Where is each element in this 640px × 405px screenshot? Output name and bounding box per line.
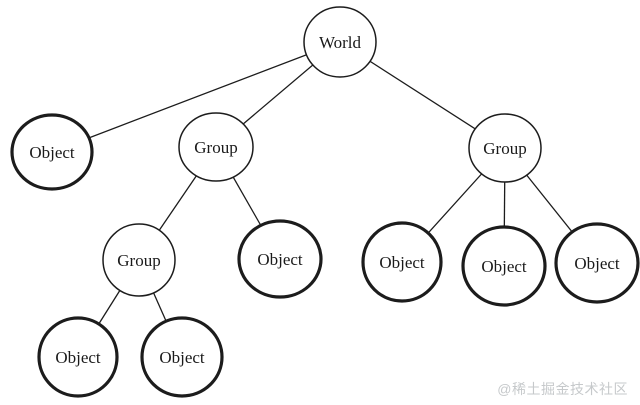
tree-node-object-b1: Object	[37, 316, 119, 398]
tree-node-world: World	[303, 6, 377, 78]
object-node-circle	[37, 316, 119, 398]
edges-layer	[51, 41, 598, 358]
object-node-circle	[554, 222, 640, 304]
tree-node-object-r1: Object	[361, 221, 443, 303]
tree-node-object-left: Object	[10, 113, 94, 191]
object-node-circle	[237, 219, 323, 299]
tree-node-label: Group	[117, 251, 160, 270]
tree-node-label: Object	[55, 348, 101, 367]
object-node-circle	[361, 221, 443, 303]
group-node-circle	[468, 113, 542, 183]
tree-node-label: Group	[483, 139, 526, 158]
group-node-circle	[102, 223, 176, 297]
tree-node-object-b2: Object	[140, 316, 224, 398]
group-node-circle	[303, 6, 377, 78]
tree-node-label: Group	[194, 138, 237, 157]
tree-node-label: World	[319, 33, 362, 52]
tree-node-group-inner: Group	[102, 223, 176, 297]
tree-node-object-r3: Object	[554, 222, 640, 304]
object-node-circle	[10, 113, 94, 191]
group-node-circle	[178, 112, 254, 182]
tree-node-label: Object	[159, 348, 205, 367]
object-node-circle	[461, 225, 547, 307]
object-node-circle	[140, 316, 224, 398]
edge-world-object-left	[51, 41, 341, 153]
tree-node-label: Object	[481, 257, 527, 276]
tree-node-label: Object	[257, 250, 303, 269]
watermark-text: @稀土掘金技术社区	[497, 381, 628, 397]
tree-node-group-mid: Group	[178, 112, 254, 182]
tree-node-group-right: Group	[468, 113, 542, 183]
tree-node-label: Object	[574, 254, 620, 273]
tree-node-label: Object	[29, 143, 75, 162]
tree-node-object-mid: Object	[237, 219, 323, 299]
tree-node-object-r2: Object	[461, 225, 547, 307]
tree-node-label: Object	[379, 253, 425, 272]
